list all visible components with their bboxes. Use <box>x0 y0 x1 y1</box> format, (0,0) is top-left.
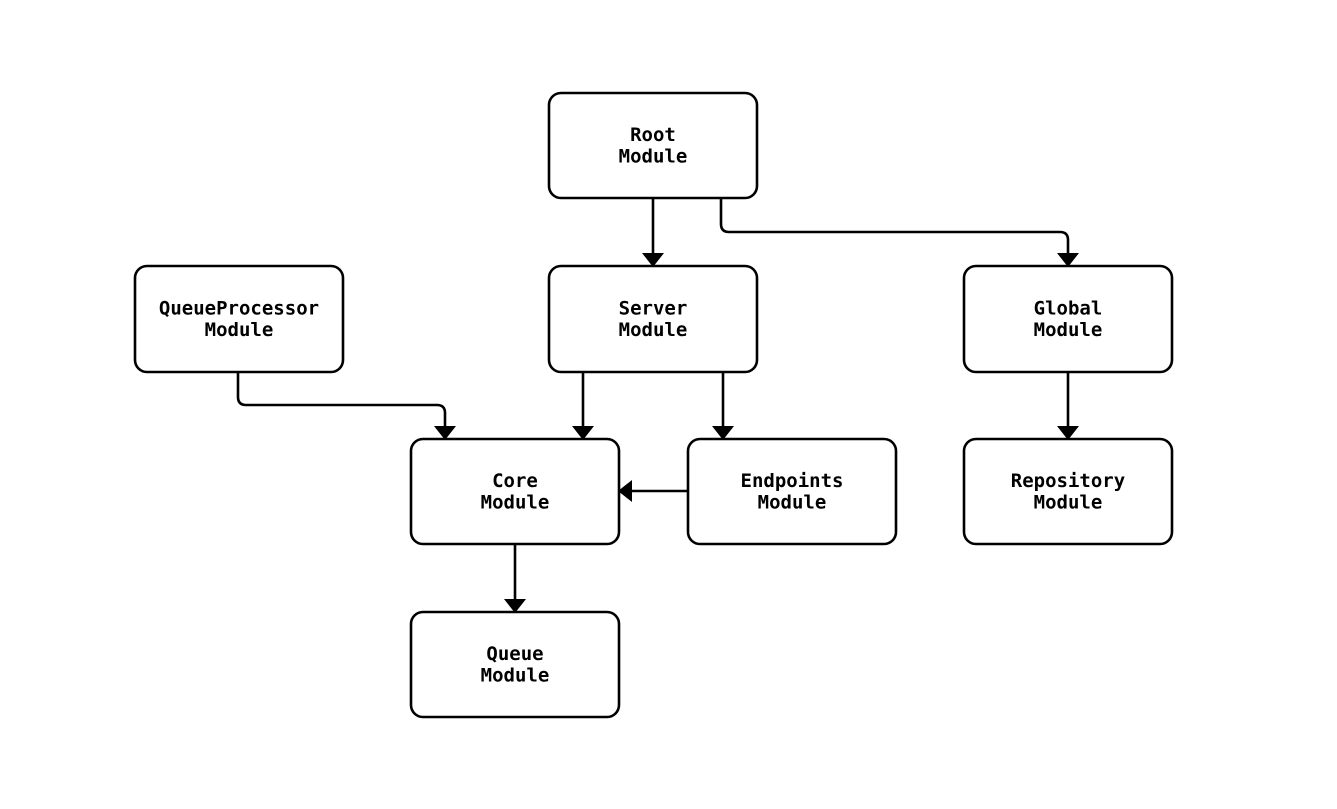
edge-root-module-to-global-module <box>719 198 1079 267</box>
node-repository-module-label-line2: Module <box>1034 491 1103 513</box>
node-queueprocessor-module-box <box>133 264 345 374</box>
node-server-module-label-line2: Module <box>619 319 688 341</box>
node-server-module-box <box>547 264 759 374</box>
node-endpoints-module-label-line1: Endpoints <box>741 470 844 492</box>
node-root-module-label-line2: Module <box>619 145 688 167</box>
node-queueprocessor-module-label-line2: Module <box>205 319 274 341</box>
node-global-module-label-line1: Global <box>1034 297 1103 319</box>
node-queue-module-label-line1: Queue <box>486 643 543 665</box>
node-queue-module-label-line2: Module <box>481 664 550 686</box>
node-core-module-label-line1: Core <box>492 470 538 492</box>
node-root-module-label-line1: Root <box>630 124 676 146</box>
node-repository-module-label-line1: Repository <box>1011 470 1125 492</box>
node-global-module-box <box>962 264 1174 374</box>
node-global-module-label-line2: Module <box>1034 319 1103 341</box>
node-core-module-label-line2: Module <box>481 491 550 513</box>
node-core-module-box <box>409 437 621 546</box>
node-root-module-box <box>547 91 759 200</box>
edge-queueprocessor-module-to-core-module <box>236 372 456 440</box>
node-queue-module-box <box>409 610 621 719</box>
node-server-module-label-line1: Server <box>619 297 688 319</box>
node-endpoints-module-label-line2: Module <box>758 491 827 513</box>
node-queueprocessor-module-label-line1: QueueProcessor <box>159 297 319 319</box>
node-repository-module-box <box>962 437 1174 546</box>
node-endpoints-module-box <box>686 437 898 546</box>
